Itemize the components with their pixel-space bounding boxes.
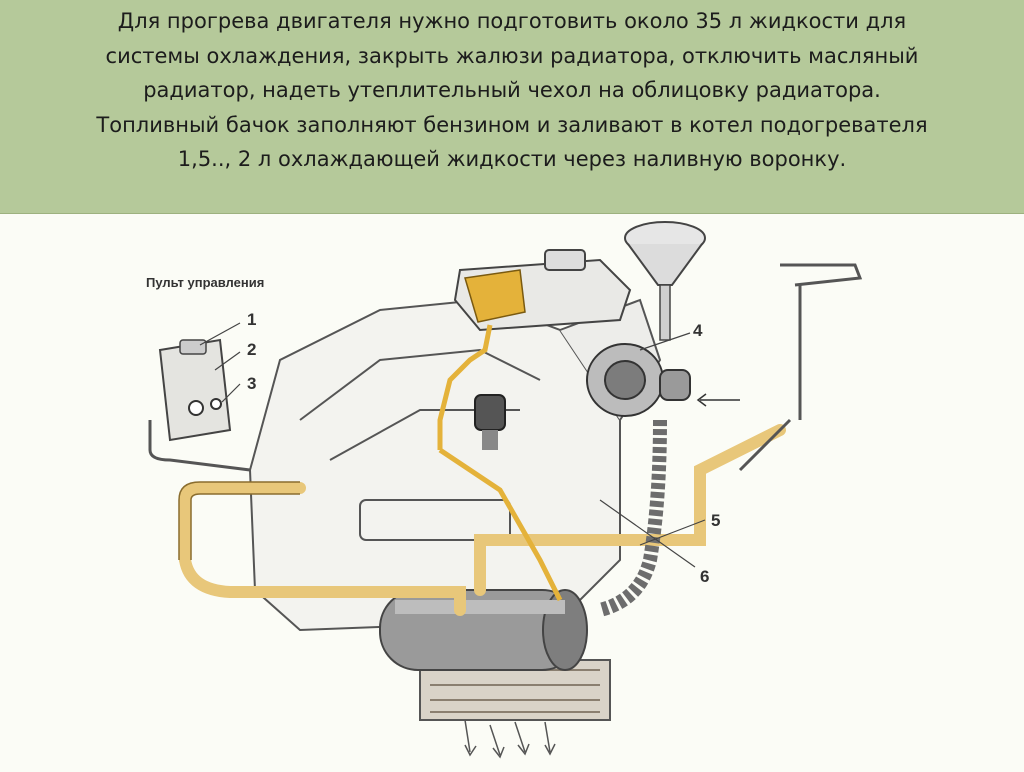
fuel-line [437,324,563,602]
callout-4: 4 [693,321,703,340]
callout-1: 1 [247,310,256,329]
pipe-outlines [178,481,300,560]
text-line: 1,5.., 2 л охлаждающей жидкости через на… [177,147,847,171]
control-linkage [738,263,863,472]
blower-fan [586,343,740,417]
leader-lines [199,322,706,568]
text-line: системы охлаждения, закрыть жалюзи радиа… [105,43,919,68]
control-panel [148,338,251,472]
text-line: Топливный бачок заполняют бензином и зал… [96,112,928,137]
diagram-svg: Пульт управления 1 2 3 4 5 6 [146,221,863,759]
callout-2: 2 [247,340,256,359]
callout-6: 6 [700,567,709,586]
exhaust-arrows [464,719,556,759]
flex-hose [598,419,667,617]
callout-5: 5 [711,511,720,530]
engine-block [248,298,662,632]
panel-title-label: Пульт управления [146,275,264,290]
fuel-tank [453,249,632,332]
heater-boiler [379,589,588,671]
fuel-valve [474,394,506,450]
text-banner: Для прогрева двигателя нужно подготовить… [0,0,1024,214]
text-line: Для прогрева двигателя нужно подготовить… [117,9,907,33]
filler-funnel [624,221,706,341]
heater-diagram: Пульт управления 1 2 3 4 5 6 [0,213,1024,767]
text-line: радиатор, надеть утеплительный чехол на … [143,78,881,102]
callout-3: 3 [247,374,256,393]
slide-text: Для прогрева двигателя нужно подготовить… [20,4,1004,177]
